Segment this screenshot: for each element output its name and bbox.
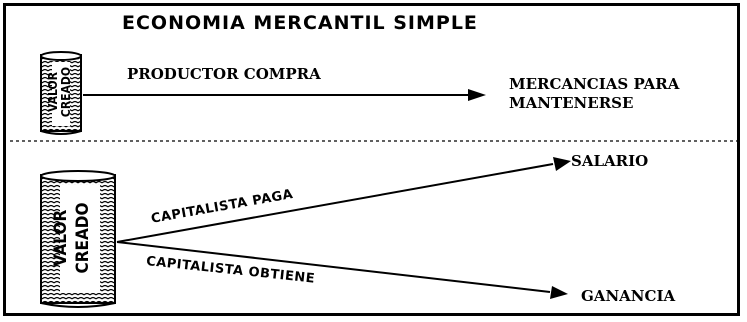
salario-label: SALARIO — [571, 152, 649, 170]
salario-arrow — [116, 157, 571, 243]
top-target-line2: MANTENERSE — [509, 94, 634, 112]
bottom-cylinder-label-line1: VALOR — [51, 209, 71, 267]
diagram-frame — [3, 3, 740, 316]
top-arrow — [83, 89, 486, 101]
ganancia-label: GANANCIA — [581, 287, 676, 305]
top-cylinder-label-line2: CREADO — [59, 66, 73, 118]
top-cylinder — [40, 51, 82, 135]
top-cylinder-label-line1: VALOR — [46, 72, 60, 112]
bottom-cylinder — [40, 170, 116, 308]
top-target-line1: MERCANCIAS PARA — [509, 75, 680, 93]
page-title: ECONOMIA MERCANTIL SIMPLE — [122, 12, 478, 34]
ganancia-arrow — [116, 241, 568, 299]
bottom-cylinder-label-line2: CREADO — [73, 202, 93, 274]
top-arrow-label: PRODUCTOR COMPRA — [127, 65, 321, 83]
